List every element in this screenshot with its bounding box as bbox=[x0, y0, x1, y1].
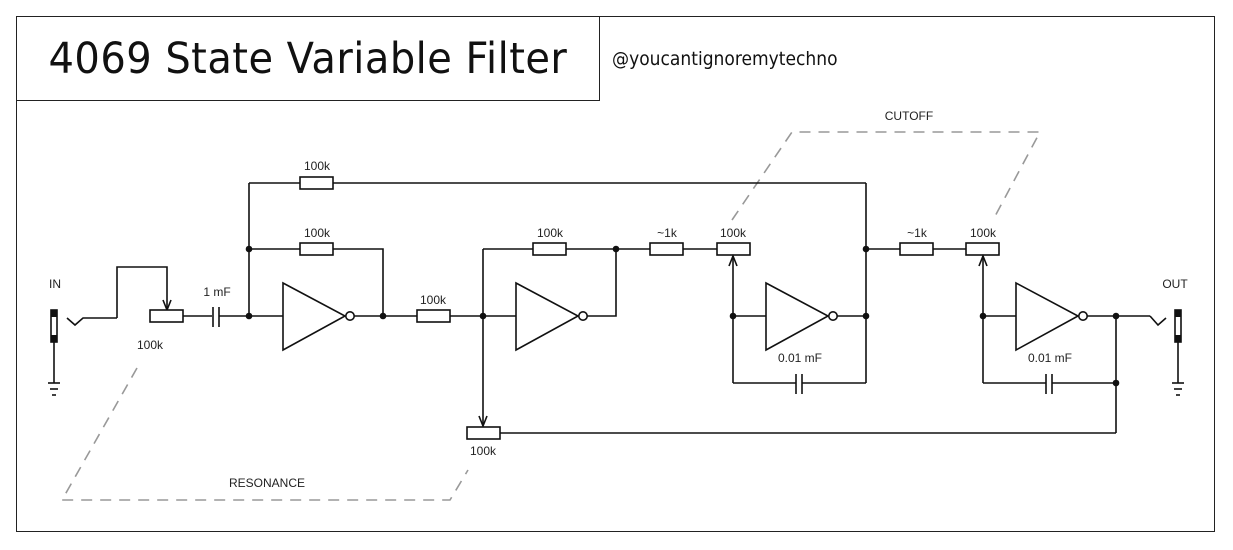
integrator-cap-2-value: 0.01 mF bbox=[1028, 351, 1072, 365]
integrator-capacitor-1 bbox=[795, 374, 803, 394]
integrator-cap-1-value: 0.01 mF bbox=[778, 351, 822, 365]
resistor-feedback-stage2 bbox=[532, 242, 567, 256]
input-ground-icon bbox=[48, 382, 60, 396]
inverter-stage4 bbox=[1015, 281, 1089, 352]
resistor-feedforward-top-value: 100k bbox=[304, 159, 331, 173]
cutoff-gang-linkage bbox=[731, 131, 1042, 221]
resistor-feedback-stage1-value: 100k bbox=[304, 226, 331, 240]
resistor-feedback-stage2-value: 100k bbox=[537, 226, 564, 240]
inverter-stage1 bbox=[282, 281, 355, 352]
resonance-label: RESONANCE bbox=[229, 476, 305, 490]
cutoff-potentiometer-1 bbox=[716, 242, 751, 256]
output-label: OUT bbox=[1162, 277, 1188, 291]
title-box: 4069 State Variable Filter bbox=[16, 16, 600, 101]
output-ground-icon bbox=[1172, 382, 1184, 396]
resonance-pot-value: 100k bbox=[470, 444, 497, 458]
resistor-stage1-to-stage2-value: 100k bbox=[420, 293, 447, 307]
input-capacitor bbox=[212, 307, 220, 327]
author-handle: @youcantignoremytechno bbox=[612, 48, 838, 70]
integrator-capacitor-2 bbox=[1045, 374, 1053, 394]
resistor-feedback-stage1 bbox=[299, 242, 334, 256]
resistor-feedforward-top bbox=[299, 176, 334, 190]
inverter-stage2 bbox=[515, 281, 588, 352]
page-title: 4069 State Variable Filter bbox=[48, 33, 568, 84]
inverter-stage3 bbox=[765, 281, 838, 352]
cutoff-pot-1-value: 100k bbox=[720, 226, 747, 240]
resistor-stage1-to-stage2 bbox=[416, 309, 451, 323]
cutoff-label: CUTOFF bbox=[885, 109, 933, 123]
resistor-series-1-value: ~1k bbox=[657, 226, 678, 240]
cutoff-pot-2-value: 100k bbox=[970, 226, 997, 240]
resistor-series-1 bbox=[649, 242, 684, 256]
input-potentiometer bbox=[149, 309, 184, 323]
input-pot-value: 100k bbox=[137, 338, 164, 352]
output-jack bbox=[1149, 309, 1182, 383]
cutoff-potentiometer-2 bbox=[965, 242, 1000, 256]
diagram-frame bbox=[16, 16, 1215, 532]
input-jack bbox=[50, 309, 117, 383]
input-label: IN bbox=[49, 277, 61, 291]
input-cap-value: 1 mF bbox=[203, 285, 230, 299]
resistor-series-2 bbox=[899, 242, 934, 256]
resonance-gang-linkage bbox=[60, 367, 469, 501]
resistor-series-2-value: ~1k bbox=[907, 226, 928, 240]
resonance-potentiometer bbox=[466, 426, 501, 440]
